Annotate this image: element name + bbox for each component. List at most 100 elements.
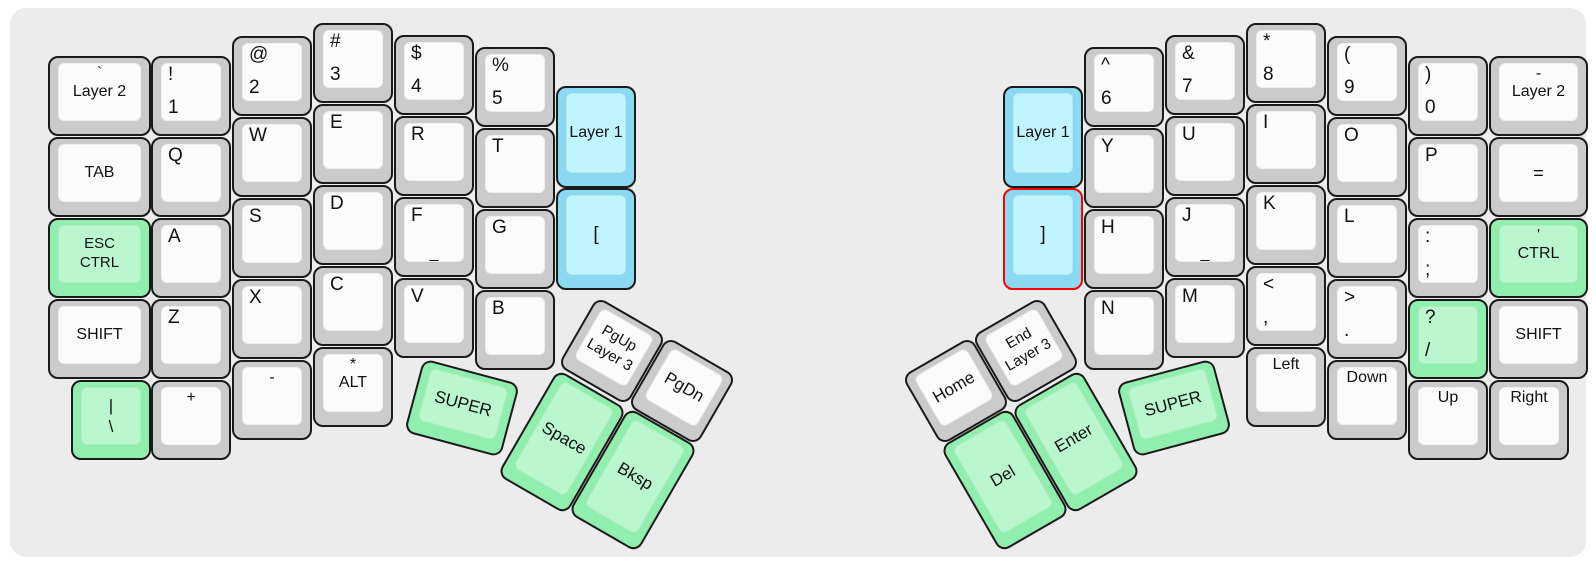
- key-4[interactable]: $4: [394, 35, 474, 115]
- key-b[interactable]: B: [475, 290, 555, 370]
- key-s[interactable]: S: [232, 198, 312, 278]
- key-comma[interactable]: <,: [1246, 266, 1326, 346]
- key-down-arrow[interactable]: Down: [1327, 360, 1407, 440]
- key-quote-ctrl[interactable]: 'CTRL: [1489, 218, 1588, 298]
- key-7[interactable]: &7: [1165, 35, 1245, 115]
- key-r[interactable]: R: [394, 116, 474, 196]
- key-1[interactable]: !1: [151, 56, 231, 136]
- key-label-tl: M: [1182, 286, 1198, 307]
- key-w[interactable]: W: [232, 117, 312, 197]
- key-j[interactable]: J_: [1165, 197, 1245, 277]
- keycap-top: TAB: [58, 144, 141, 202]
- key-equals[interactable]: =: [1489, 137, 1588, 217]
- key-y[interactable]: Y: [1084, 128, 1164, 208]
- key-label-bl: 5: [492, 88, 503, 109]
- key-label-bl: ,: [1263, 307, 1269, 328]
- keycap-top: =: [1499, 144, 1578, 202]
- key-period[interactable]: >.: [1327, 279, 1407, 359]
- key-label-tl: D: [330, 193, 344, 214]
- key-tab[interactable]: TAB: [48, 137, 151, 217]
- key-n[interactable]: N: [1084, 290, 1164, 370]
- key-label-tc: Right: [1510, 389, 1548, 406]
- key-i[interactable]: I: [1246, 104, 1326, 184]
- key-layer1-left[interactable]: Layer 1: [556, 86, 636, 188]
- keycap-top: PgDn: [643, 347, 725, 428]
- key-f[interactable]: F_: [394, 197, 474, 277]
- key-label-tl: &: [1182, 43, 1195, 64]
- key-label-line: TAB: [84, 164, 115, 181]
- key-label-tl: %: [492, 55, 509, 76]
- key-label-tl: L: [1344, 206, 1355, 227]
- key-label-bl: 9: [1344, 77, 1355, 98]
- key-e[interactable]: E: [313, 104, 393, 184]
- key-shift-right[interactable]: SHIFT: [1489, 299, 1588, 379]
- keycap-top: Up: [1418, 387, 1478, 445]
- key-l[interactable]: L: [1327, 198, 1407, 278]
- key-left-arrow[interactable]: Left: [1246, 347, 1326, 427]
- key-label-tc: ': [1536, 227, 1541, 244]
- key-pipe-backslash[interactable]: |\: [71, 380, 151, 460]
- key-q[interactable]: Q: [151, 137, 231, 217]
- key-h[interactable]: H: [1084, 209, 1164, 289]
- key-5[interactable]: %5: [475, 47, 555, 127]
- key-label-bl: 2: [249, 77, 260, 98]
- key-grave-layer2[interactable]: `Layer 2: [48, 56, 151, 136]
- key-minus-layer2[interactable]: -Layer 2: [1489, 56, 1588, 136]
- key-super-right[interactable]: SUPER: [1115, 358, 1233, 458]
- key-label-line: ESC: [84, 235, 115, 253]
- key-star-alt[interactable]: *ALT: [313, 347, 393, 427]
- key-d[interactable]: D: [313, 185, 393, 265]
- key-label-line: ALT: [338, 374, 368, 391]
- key-label-bl: 4: [411, 76, 422, 97]
- key-label-tl: T: [492, 136, 504, 157]
- key-2[interactable]: @2: [232, 36, 312, 116]
- key-label-bl: 8: [1263, 64, 1274, 85]
- keycap-top: F_: [404, 204, 464, 262]
- keycap-top: `Layer 2: [58, 63, 141, 121]
- key-v[interactable]: V: [394, 278, 474, 358]
- key-label-bl: 1: [168, 97, 179, 118]
- key-3[interactable]: #3: [313, 23, 393, 103]
- keycap-top: U: [1175, 123, 1235, 181]
- key-right-arrow[interactable]: Right: [1489, 380, 1569, 460]
- keycap-top: W: [242, 124, 302, 182]
- key-question-slash[interactable]: ?/: [1408, 299, 1488, 379]
- key-g[interactable]: G: [475, 209, 555, 289]
- key-u[interactable]: U: [1165, 116, 1245, 196]
- key-super-left[interactable]: SUPER: [403, 358, 521, 458]
- key-label-tl: Z: [168, 307, 180, 328]
- key-a[interactable]: A: [151, 218, 231, 298]
- keycap-top: ^6: [1094, 54, 1154, 112]
- key-label-tl: >: [1344, 287, 1356, 308]
- key-lbracket[interactable]: [: [556, 188, 636, 290]
- key-minus-left[interactable]: -: [232, 360, 312, 440]
- keycap-top: !1: [161, 63, 221, 121]
- key-0[interactable]: )0: [1408, 56, 1488, 136]
- key-rbracket[interactable]: ]: [1003, 188, 1083, 290]
- key-label-tl: C: [330, 274, 344, 295]
- key-layer1-right[interactable]: Layer 1: [1003, 86, 1083, 188]
- keycap-top: O: [1337, 124, 1397, 182]
- key-shift-left[interactable]: SHIFT: [48, 299, 151, 379]
- key-plus[interactable]: +: [151, 380, 231, 460]
- keycap-top: N: [1094, 297, 1154, 355]
- key-m[interactable]: M: [1165, 278, 1245, 358]
- key-label-line: Layer 2: [72, 83, 127, 100]
- keycap-top: Home: [913, 347, 995, 428]
- key-semicolon[interactable]: :;: [1408, 218, 1488, 298]
- key-k[interactable]: K: [1246, 185, 1326, 265]
- key-p[interactable]: P: [1408, 137, 1488, 217]
- key-up-arrow[interactable]: Up: [1408, 380, 1488, 460]
- key-o[interactable]: O: [1327, 117, 1407, 197]
- key-8[interactable]: *8: [1246, 23, 1326, 103]
- key-x[interactable]: X: [232, 279, 312, 359]
- key-label-center: PgDn: [644, 347, 725, 427]
- key-z[interactable]: Z: [151, 299, 231, 379]
- key-t[interactable]: T: [475, 128, 555, 208]
- key-9[interactable]: (9: [1327, 36, 1407, 116]
- key-6[interactable]: ^6: [1084, 47, 1164, 127]
- key-c[interactable]: C: [313, 266, 393, 346]
